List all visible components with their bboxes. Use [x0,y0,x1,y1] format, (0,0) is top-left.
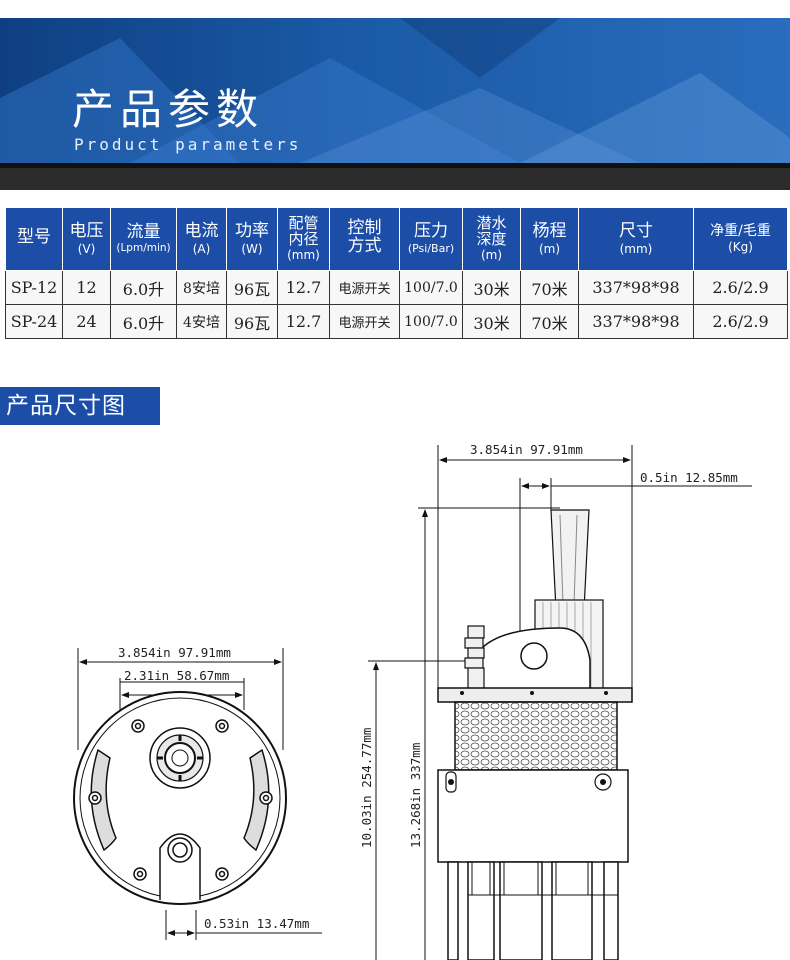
dim-side-outlet: 0.5in 12.85mm [640,470,738,485]
cell-control: 电源开关 [329,304,400,339]
cell-pressure: 100/7.0 [399,304,463,339]
table-header-row: 型号 电压(V) 流量(Lpm/min) 电流(A) 功率(W) 配管内径(mm… [5,207,788,271]
spec-table: 型号 电压(V) 流量(Lpm/min) 电流(A) 功率(W) 配管内径(mm… [5,207,788,339]
cell-size: 337*98*98 [578,270,694,305]
banner-background [0,18,790,163]
cell-head: 70米 [520,270,579,305]
header-cell: 配管内径(mm) [277,207,330,271]
cell-model: SP-24 [5,304,63,339]
cell-head: 70米 [520,304,579,339]
section-title: 产品尺寸图 [0,387,160,425]
header-cell: 净重/毛重(Kg) [693,207,788,271]
side-view: 3.854in 97.91mm 0.5in 12.85mm 10.03in 25… [359,442,752,960]
header-cell: 控制方式 [329,207,400,271]
header-cell: 电流(A) [176,207,227,271]
header-cell: 电压(V) [62,207,111,271]
cell-pipe: 12.7 [277,270,330,305]
header-cell: 流量(Lpm/min) [110,207,177,271]
cell-current: 4安培 [176,304,227,339]
dim-front-inner: 2.31in 58.67mm [124,668,229,683]
header-cell: 杨程(m) [520,207,579,271]
dim-side-height-total: 13.268in 337mm [408,743,423,848]
divider-top [0,163,790,168]
cell-depth: 30米 [462,304,521,339]
front-view: 3.854in 97.91mm 2.31in 58.67mm [73,645,322,940]
cell-flow: 6.0升 [110,304,177,339]
cell-control: 电源开关 [329,270,400,305]
banner: 产品参数 Product parameters [0,18,790,163]
dim-side-height-inlet: 10.03in 254.77mm [359,728,374,848]
header-cell: 压力(Psi/Bar) [399,207,463,271]
cell-voltage: 24 [62,304,111,339]
cell-pipe: 12.7 [277,304,330,339]
dimension-drawing: 3.854in 97.91mm 2.31in 58.67mm [73,442,752,960]
cell-flow: 6.0升 [110,270,177,305]
divider-bar [0,168,790,190]
cell-weight: 2.6/2.9 [693,270,788,305]
banner-subtitle: Product parameters [74,135,302,154]
cell-pressure: 100/7.0 [399,270,463,305]
cell-weight: 2.6/2.9 [693,304,788,339]
cell-current: 8安培 [176,270,227,305]
header-cell: 功率(W) [226,207,278,271]
cell-model: SP-12 [5,270,63,305]
table-row: SP-12 12 6.0升 8安培 96瓦 12.7 电源开关 100/7.0 … [5,270,788,305]
dim-front-bottom: 0.53in 13.47mm [204,916,309,931]
table-row: SP-24 24 6.0升 4安培 96瓦 12.7 电源开关 100/7.0 … [5,304,788,339]
cell-size: 337*98*98 [578,304,694,339]
header-cell: 潜水深度(m) [462,207,521,271]
cell-depth: 30米 [462,270,521,305]
header-cell: 型号 [5,207,63,271]
header-cell: 尺寸(mm) [578,207,694,271]
cell-voltage: 12 [62,270,111,305]
cell-power: 96瓦 [226,304,278,339]
cell-power: 96瓦 [226,270,278,305]
dim-side-width: 3.854in 97.91mm [470,442,583,457]
banner-title: 产品参数 [72,85,265,134]
dim-front-width: 3.854in 97.91mm [118,645,231,660]
